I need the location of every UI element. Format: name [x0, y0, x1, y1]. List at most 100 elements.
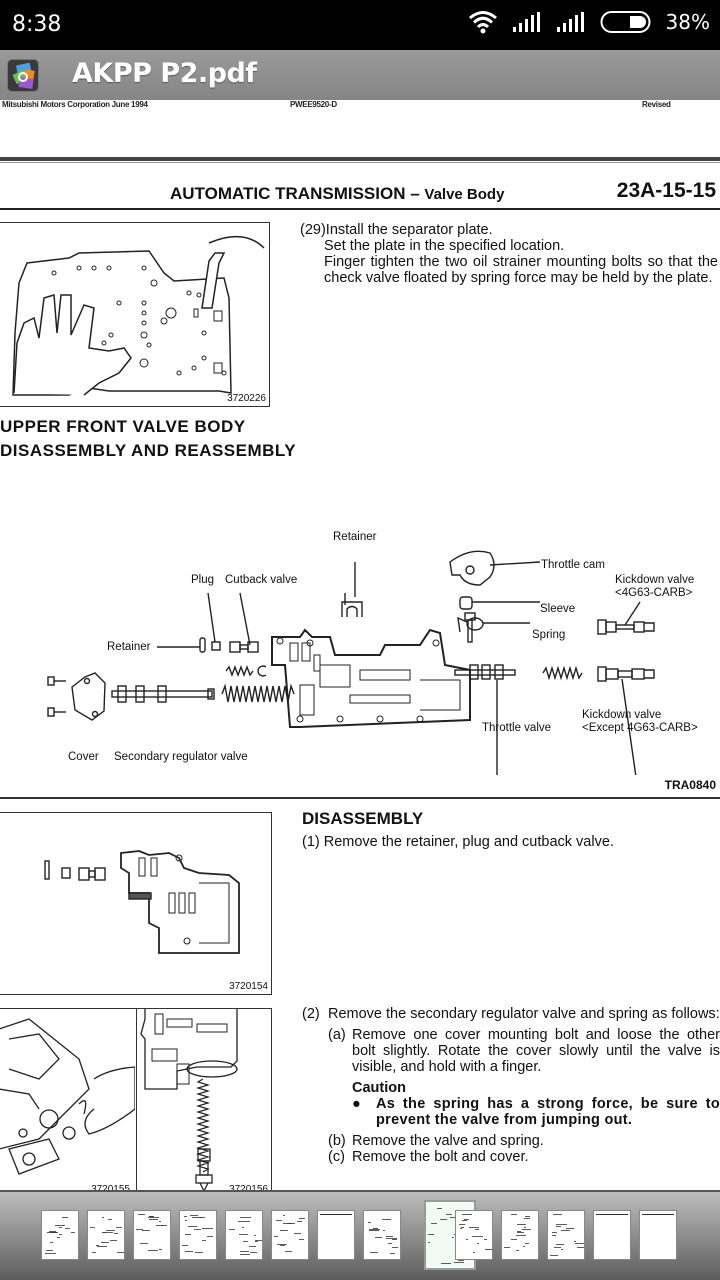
caution-text: As the spring has a strong force, be sur… — [376, 1096, 720, 1128]
figure-remove-cover: 3720155 — [0, 1008, 136, 1190]
status-bar: 8:38 38% — [0, 0, 720, 50]
step-29-line2: Set the plate in the specified location. — [324, 238, 565, 254]
label-kickdown-4g63-line1: Kickdown valve — [615, 574, 695, 586]
bullet-icon: ● — [352, 1096, 361, 1112]
figure-separator-plate: 3720226 — [0, 222, 270, 407]
status-time: 8:38 — [12, 12, 62, 37]
label-secondary-regulator-valve: Secondary regulator valve — [114, 751, 248, 763]
figure-code: 3720226 — [227, 393, 266, 404]
signal-icon-sim2 — [556, 12, 584, 32]
spring-part — [221, 683, 295, 703]
figure-code: 3720156 — [229, 1184, 268, 1190]
label-retainer-left: Retainer — [107, 641, 151, 653]
sleeve-part — [459, 596, 473, 610]
label-cutback-valve: Cutback valve — [225, 574, 298, 586]
step-29-line3: Finger tighten the two oil strainer moun… — [324, 254, 718, 286]
page-thumbnail[interactable] — [179, 1210, 217, 1260]
header-dash: – — [405, 184, 425, 203]
page-thumbnail[interactable] — [133, 1210, 171, 1260]
top-strip-left: Mitsubishi Motors Corporation June 1994 — [2, 100, 148, 109]
valve-body-part — [271, 628, 471, 728]
page-thumbnail[interactable] — [271, 1210, 309, 1260]
section-rule — [0, 797, 720, 799]
page-thumbnail[interactable] — [547, 1210, 585, 1260]
figure-code: 3720155 — [91, 1184, 130, 1190]
page-thumbnail[interactable] — [41, 1210, 79, 1260]
page-thumbnail[interactable] — [87, 1210, 125, 1260]
remove-retainer-illustration — [44, 850, 240, 954]
status-icons: 38% — [468, 10, 710, 34]
kickdown-valve-except-part — [597, 666, 655, 682]
page-thumbnail[interactable] — [593, 1210, 631, 1260]
figure-remove-valve-spring: 3720156 — [136, 1008, 272, 1190]
pdf-page[interactable]: Mitsubishi Motors Corporation June 1994 … — [0, 100, 720, 1190]
page-header-title: AUTOMATIC TRANSMISSION – Valve Body — [170, 184, 504, 204]
section-heading-line1: UPPER FRONT VALVE BODY — [0, 417, 246, 436]
kickdown-valve-4g63-part — [597, 619, 655, 635]
app-bar: AKPP P2.pdf — [0, 50, 720, 100]
page-thumbnail[interactable] — [501, 1210, 539, 1260]
cover-part — [71, 672, 106, 721]
exploded-diagram — [47, 550, 655, 775]
step-2c-text: Remove the bolt and cover. — [352, 1149, 529, 1165]
page-top-strip: Mitsubishi Motors Corporation June 1994 … — [0, 100, 720, 112]
label-cover: Cover — [68, 751, 99, 763]
step-29-title: (29)Install the separator plate. — [300, 222, 493, 238]
step-2b-number: (b) — [328, 1133, 346, 1149]
step-2: (2) Remove the secondary regulator valve… — [302, 1006, 720, 1165]
step-2-number: (2) — [302, 1006, 320, 1022]
label-kickdown-4g63-line2: <4G63-CARB> — [615, 587, 693, 599]
top-strip-right: Revised — [642, 100, 671, 109]
page-thumbnail[interactable] — [455, 1210, 493, 1260]
plug-part — [211, 641, 221, 651]
throttle-cam-part — [449, 550, 495, 586]
signal-icon-sim1 — [512, 12, 540, 32]
page-thumbnail[interactable] — [363, 1210, 401, 1260]
top-strip-center: PWEE9520-D — [290, 100, 337, 109]
disassembly-heading: DISASSEMBLY — [302, 809, 424, 828]
step-2c-number: (c) — [328, 1149, 345, 1165]
label-throttle-valve: Throttle valve — [482, 722, 552, 734]
step-2a-text: Remove one cover mounting bolt and loose… — [352, 1027, 720, 1075]
page-divider — [0, 157, 720, 161]
remove-cover-illustration — [0, 1018, 136, 1175]
header-rule — [0, 208, 720, 210]
cutback-valve-part — [229, 641, 259, 653]
bolt-icon — [47, 707, 66, 717]
label-kickdown-except: Kickdown valve <Except 4G63-CARB> — [582, 709, 698, 735]
page-thumbnail[interactable] — [225, 1210, 263, 1260]
page-thumbnail-bar[interactable] — [0, 1190, 720, 1280]
header-subtitle: Valve Body — [424, 186, 505, 203]
remove-valve-spring-illustration — [140, 1009, 238, 1190]
figure-code: 3720154 — [229, 981, 268, 992]
label-kickdown-except-line2: <Except 4G63-CARB> — [582, 722, 698, 734]
step-1: (1) Remove the retainer, plug and cutbac… — [302, 834, 614, 850]
wifi-icon — [468, 11, 497, 34]
bolt-top-icon — [464, 612, 476, 643]
header-title-main: AUTOMATIC TRANSMISSION — [170, 184, 406, 203]
throttle-valve-part — [454, 664, 516, 680]
caution-title: Caution — [352, 1080, 406, 1096]
label-plug: Plug — [191, 574, 215, 586]
page-thumbnail[interactable] — [317, 1210, 355, 1260]
secondary-regulator-valve-part — [111, 685, 215, 703]
section-heading: UPPER FRONT VALVE BODY DISASSEMBLY AND R… — [0, 415, 296, 463]
label-kickdown-4g63: Kickdown valve <4G63-CARB> — [615, 574, 694, 600]
label-spring: Spring — [532, 629, 566, 641]
step-2-text: Remove the secondary regulator valve and… — [328, 1006, 720, 1022]
page-divider-thin — [0, 162, 720, 163]
label-throttle-cam: Throttle cam — [541, 559, 605, 571]
section-heading-line2: DISASSEMBLY AND REASSEMBLY — [0, 441, 297, 460]
diagram-code: TRA0840 — [664, 778, 716, 792]
app-logo-icon[interactable] — [7, 59, 39, 92]
document-title: AKPP P2.pdf — [72, 58, 257, 89]
label-kickdown-except-line1: Kickdown valve — [582, 709, 662, 721]
page-thumbnail[interactable] — [639, 1210, 677, 1260]
step-2b-text: Remove the valve and spring. — [352, 1133, 544, 1149]
battery-icon — [600, 11, 651, 33]
bolt-icon — [47, 676, 66, 686]
step-2a-number: (a) — [328, 1027, 346, 1043]
label-sleeve: Sleeve — [540, 603, 576, 615]
torsion-spring-part — [457, 616, 484, 633]
step-29: (29)Install the separator plate. Set the… — [300, 222, 718, 286]
